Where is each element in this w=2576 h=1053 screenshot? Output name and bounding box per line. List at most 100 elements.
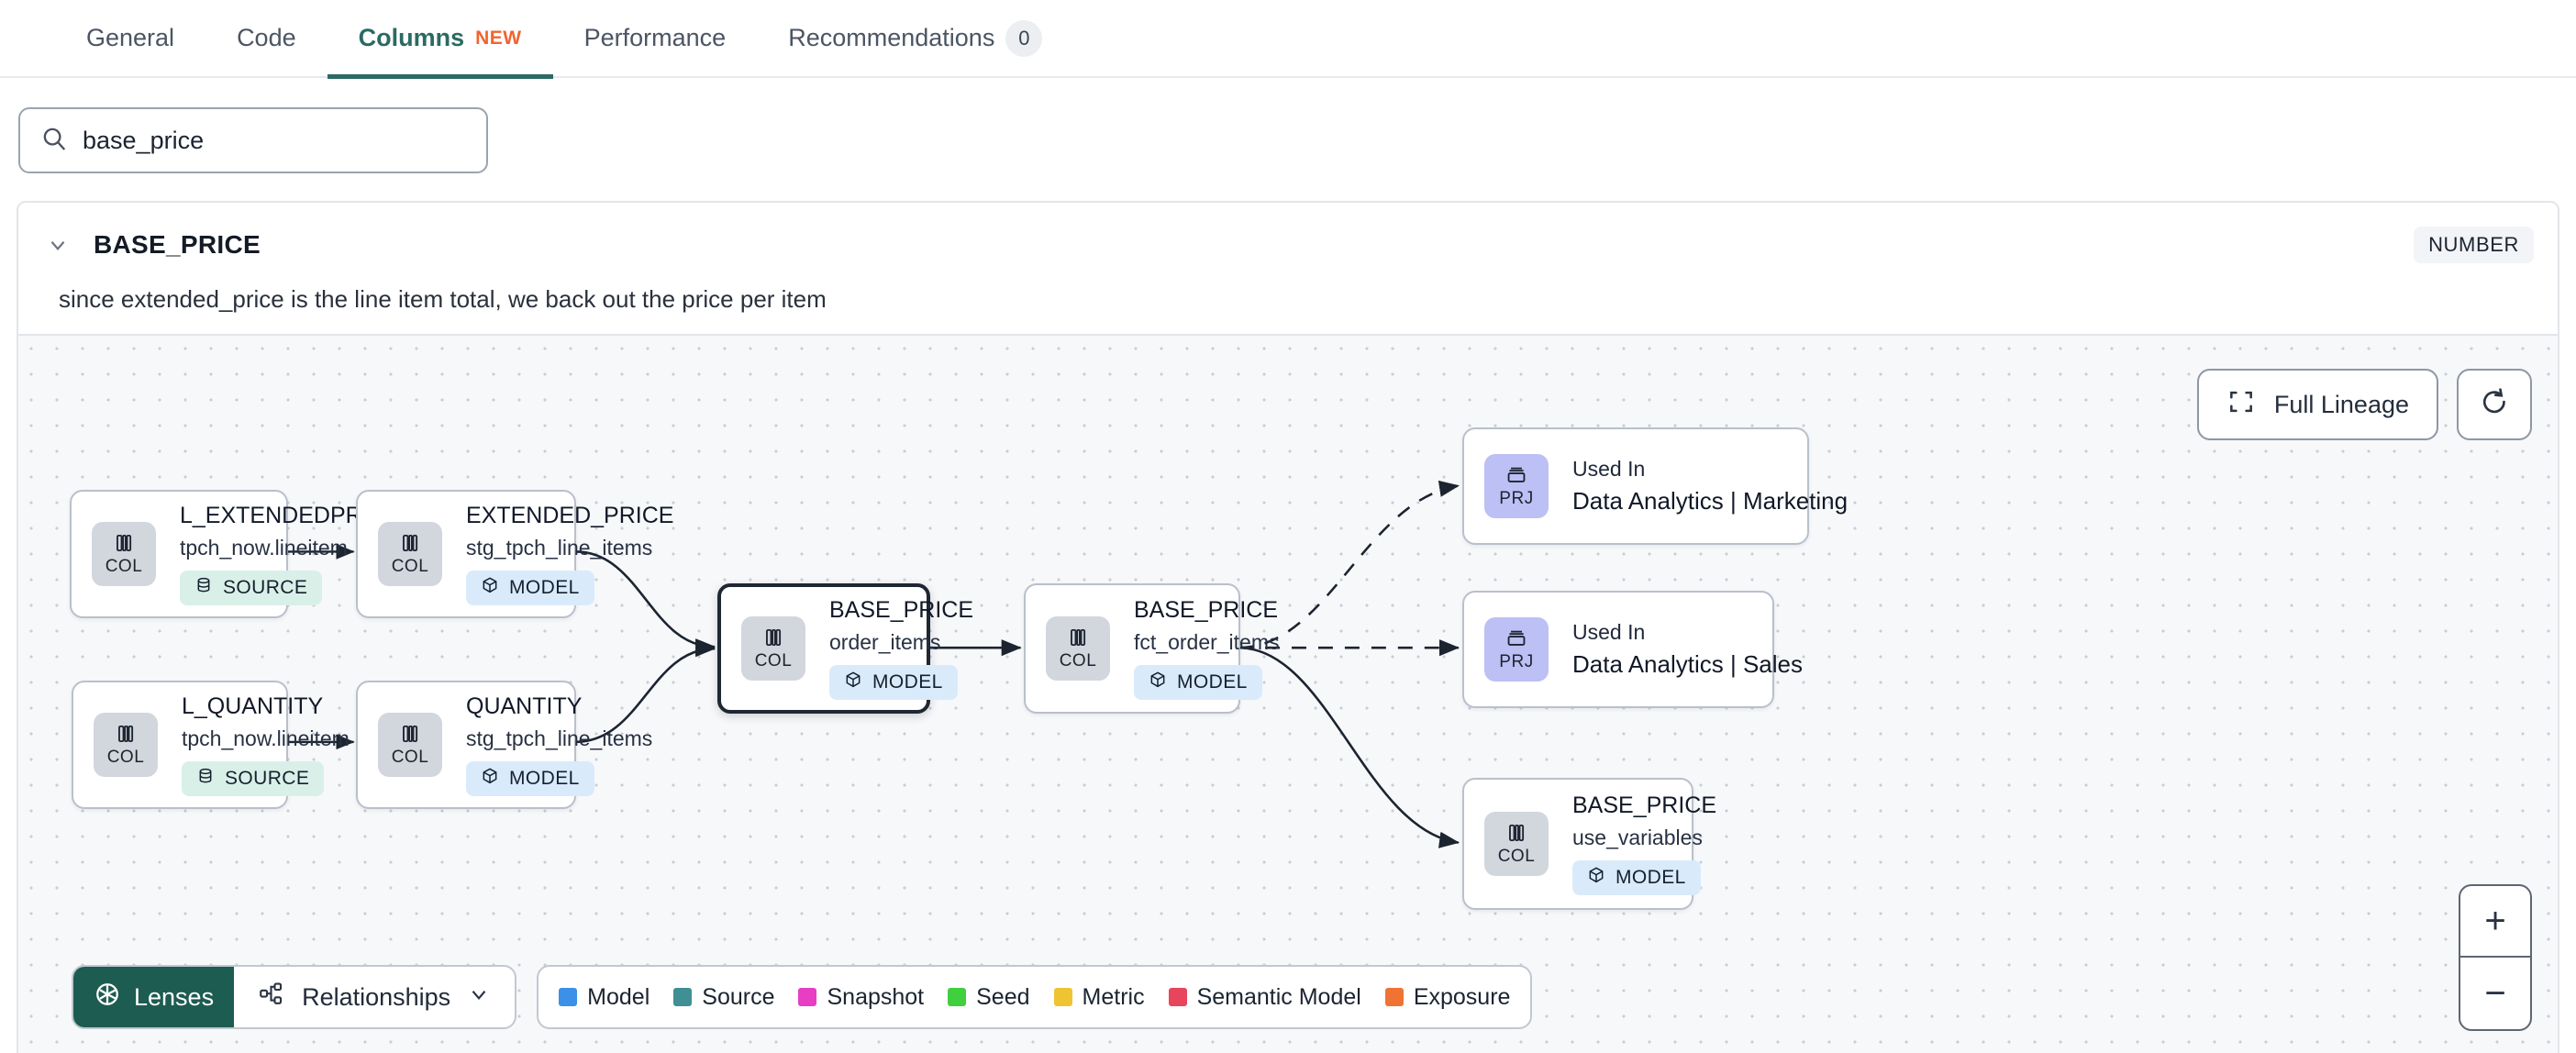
lineage-node-extended-price[interactable]: COL EXTENDED_PRICE stg_tpch_line_items M… [356,490,673,618]
legend-item: Source [673,984,774,1011]
lineage-node-base-price-use-variables[interactable]: COL BASE_PRICE use_variables MODEL [1462,778,1716,910]
tab-recommendations-label: Recommendations [788,24,995,51]
legend-swatch [1053,988,1072,1006]
prj-badge: PRJ [1484,617,1549,682]
lineage-legend: Model Source Snapshot Seed Metric [537,965,1533,1029]
tab-recommendations[interactable]: Recommendations 0 [757,0,1073,77]
node-body: BASE_PRICE fct_order_items MODEL [1110,597,1304,700]
col-badge-label: COL [1059,651,1097,671]
col-badge-label: COL [1497,847,1536,866]
node-body: BASE_PRICE use_variables MODEL [1549,793,1740,895]
tab-columns-new-badge: NEW [475,27,522,49]
prj-badge-label: PRJ [1499,489,1534,508]
node-name: EXTENDED_PRICE [466,503,674,528]
search-input[interactable]: base_price [18,107,488,173]
col-badge-label: COL [754,651,793,671]
node-body: QUANTITY stg_tpch_line_items MODEL [442,693,676,796]
cube-icon [481,767,499,791]
node-name: BASE_PRICE [1134,597,1279,623]
node-type-tag-label: SOURCE [225,768,310,789]
prj-badge-label: PRJ [1499,652,1534,671]
col-badge: COL [741,616,805,681]
col-badge: COL [1484,812,1549,876]
tab-code[interactable]: Code [205,0,328,77]
node-subtitle: tpch_now.lineitem [180,536,348,560]
full-lineage-button[interactable]: Full Lineage [2196,369,2438,440]
tab-general[interactable]: General [55,0,205,77]
legend-item: Snapshot [798,984,924,1011]
col-badge-label: COL [391,557,429,576]
prj-badge: PRJ [1484,454,1549,518]
column-description: since extended_price is the line item to… [59,285,827,313]
lenses-button[interactable]: Lenses [73,967,235,1027]
relationships-dropdown[interactable]: Relationships [234,967,515,1027]
tab-general-label: General [86,24,175,51]
zoom-in-button[interactable]: + [2460,886,2530,958]
zoom-controls[interactable]: + − [2459,884,2532,1031]
lineage-node-l-quantity[interactable]: COL L_QUANTITY tpch_now.lineitem SOURCE [72,681,350,809]
expand-icon [2226,387,2256,423]
legend-item: Semantic Model [1168,984,1361,1011]
legend-item: Metric [1053,983,1145,1011]
lineage-node-project-sales[interactable]: PRJ Used In Data Analytics | Sales [1462,591,1803,708]
legend-swatch [673,988,693,1006]
used-in-label: Used In [1572,457,1646,481]
full-lineage-label: Full Lineage [2273,390,2409,418]
node-type-tag: MODEL [466,571,594,605]
tab-recommendations-count: 0 [1005,19,1043,57]
page-title: BASE_PRICE [94,230,261,259]
tab-bar: General Code Columns NEW Performance Rec… [0,0,2576,79]
legend-label: Snapshot [827,983,925,1010]
node-name: BASE_PRICE [1572,793,1717,818]
lineage-node-base-price-fct-order-items[interactable]: COL BASE_PRICE fct_order_items MODEL [1024,583,1280,714]
used-in-label: Used In [1572,620,1646,644]
node-body: EXTENDED_PRICE stg_tpch_line_items MODEL [442,503,697,605]
node-subtitle: tpch_now.lineitem [182,726,350,750]
chevron-down-icon [467,982,491,1013]
legend-swatch [798,988,817,1006]
legend-swatch [1384,988,1404,1006]
node-subtitle: order_items [829,630,941,654]
node-name: BASE_PRICE [829,597,974,623]
node-type-tag: MODEL [466,761,594,796]
legend-swatch [559,988,578,1006]
lineage-node-project-marketing[interactable]: PRJ Used In Data Analytics | Marketing [1462,427,1848,545]
legend-swatch [1168,988,1187,1006]
legend-label: Metric [1082,983,1145,1010]
column-card: BASE_PRICE NUMBER since extended_price i… [17,201,2559,1053]
node-type-tag: MODEL [1572,860,1701,895]
node-name: L_QUANTITY [182,693,324,719]
refresh-button[interactable] [2457,369,2532,440]
legend-label: Exposure [1413,983,1511,1010]
lineage-node-quantity[interactable]: COL QUANTITY stg_tpch_line_items MODEL [356,681,652,809]
zoom-out-button[interactable]: − [2484,973,2506,1014]
node-type-tag-label: SOURCE [223,577,308,598]
node-body: BASE_PRICE order_items MODEL [805,597,997,700]
tab-columns[interactable]: Columns NEW [327,0,553,79]
database-icon [196,767,215,791]
canvas-toolbar: Lenses Relationships [72,965,1533,1029]
legend-label: Source [702,983,775,1010]
tab-performance[interactable]: Performance [553,0,758,77]
tab-columns-label: Columns [358,24,465,51]
legend-item: Exposure [1384,983,1511,1011]
node-type-tag: SOURCE [182,761,325,796]
database-icon [194,576,213,600]
node-type-tag-label: MODEL [872,671,943,693]
node-body: Used In Data Analytics | Marketing [1549,457,1871,515]
lineage-node-l-extendedprice[interactable]: COL L_EXTENDEDPRICE tpch_now.lineitem SO… [70,490,400,618]
lineage-canvas[interactable]: COL L_EXTENDEDPRICE tpch_now.lineitem SO… [18,334,2558,1053]
tab-code-label: Code [237,24,296,51]
lenses-label: Lenses [134,982,215,1011]
node-type-tag: MODEL [829,665,958,700]
node-subtitle: stg_tpch_line_items [466,536,653,560]
cube-icon [481,576,499,600]
lineage-node-base-price-order-items[interactable]: COL BASE_PRICE order_items MODEL [717,583,973,714]
node-name: QUANTITY [466,693,583,719]
legend-label: Model [587,983,650,1010]
lenses-group: Lenses Relationships [72,965,517,1029]
node-type-tag-label: MODEL [509,768,580,789]
column-type-badge: NUMBER [2414,227,2534,263]
search-row: base_price [0,78,2576,173]
chevron-down-icon[interactable] [42,229,73,260]
